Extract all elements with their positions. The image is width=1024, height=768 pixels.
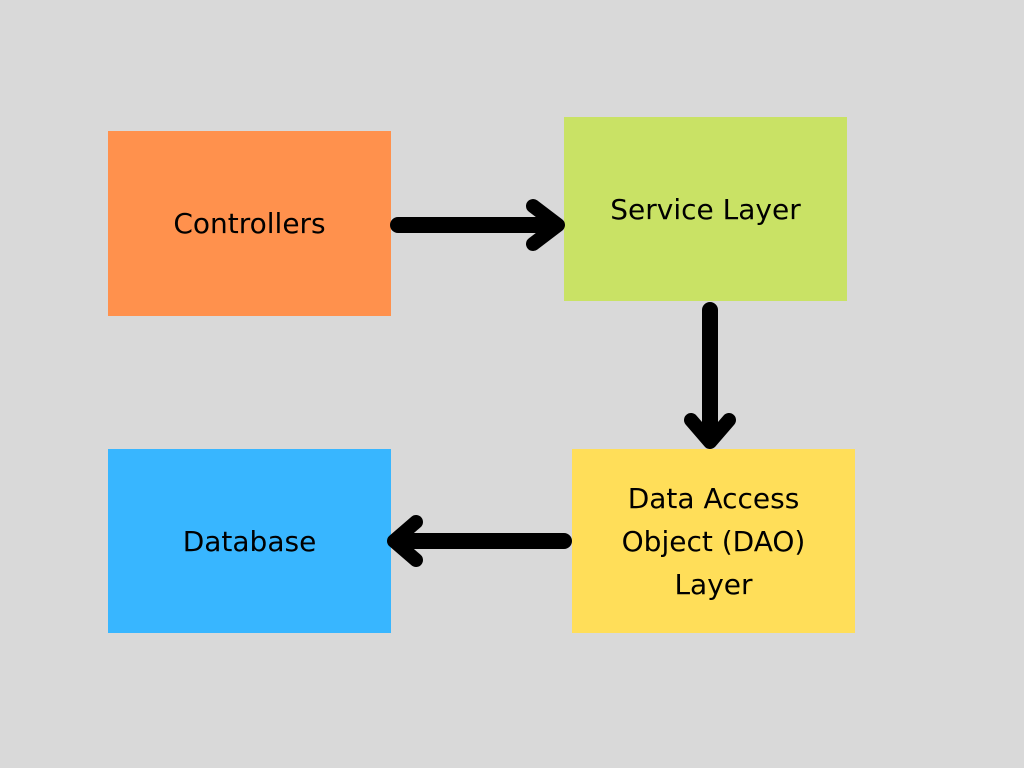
database-box: Database bbox=[108, 449, 391, 633]
database-label: Database bbox=[182, 524, 317, 558]
dao-label-line-2: Object (DAO) bbox=[621, 524, 806, 558]
service-layer-label: Service Layer bbox=[610, 192, 801, 226]
dao-layer-box: Data Access Object (DAO) Layer bbox=[572, 449, 855, 633]
arrow-service-to-dao bbox=[684, 302, 736, 449]
dao-label-line-1: Data Access bbox=[627, 481, 800, 515]
arrow-dao-to-database bbox=[387, 515, 572, 567]
dao-layer-label: Data Access Object (DAO) Layer bbox=[622, 477, 806, 606]
arrow-controllers-to-service bbox=[390, 199, 565, 251]
controllers-box: Controllers bbox=[108, 131, 391, 316]
dao-label-line-3: Layer bbox=[674, 567, 753, 601]
controllers-label: Controllers bbox=[173, 207, 326, 240]
service-layer-box: Service Layer bbox=[564, 117, 847, 301]
